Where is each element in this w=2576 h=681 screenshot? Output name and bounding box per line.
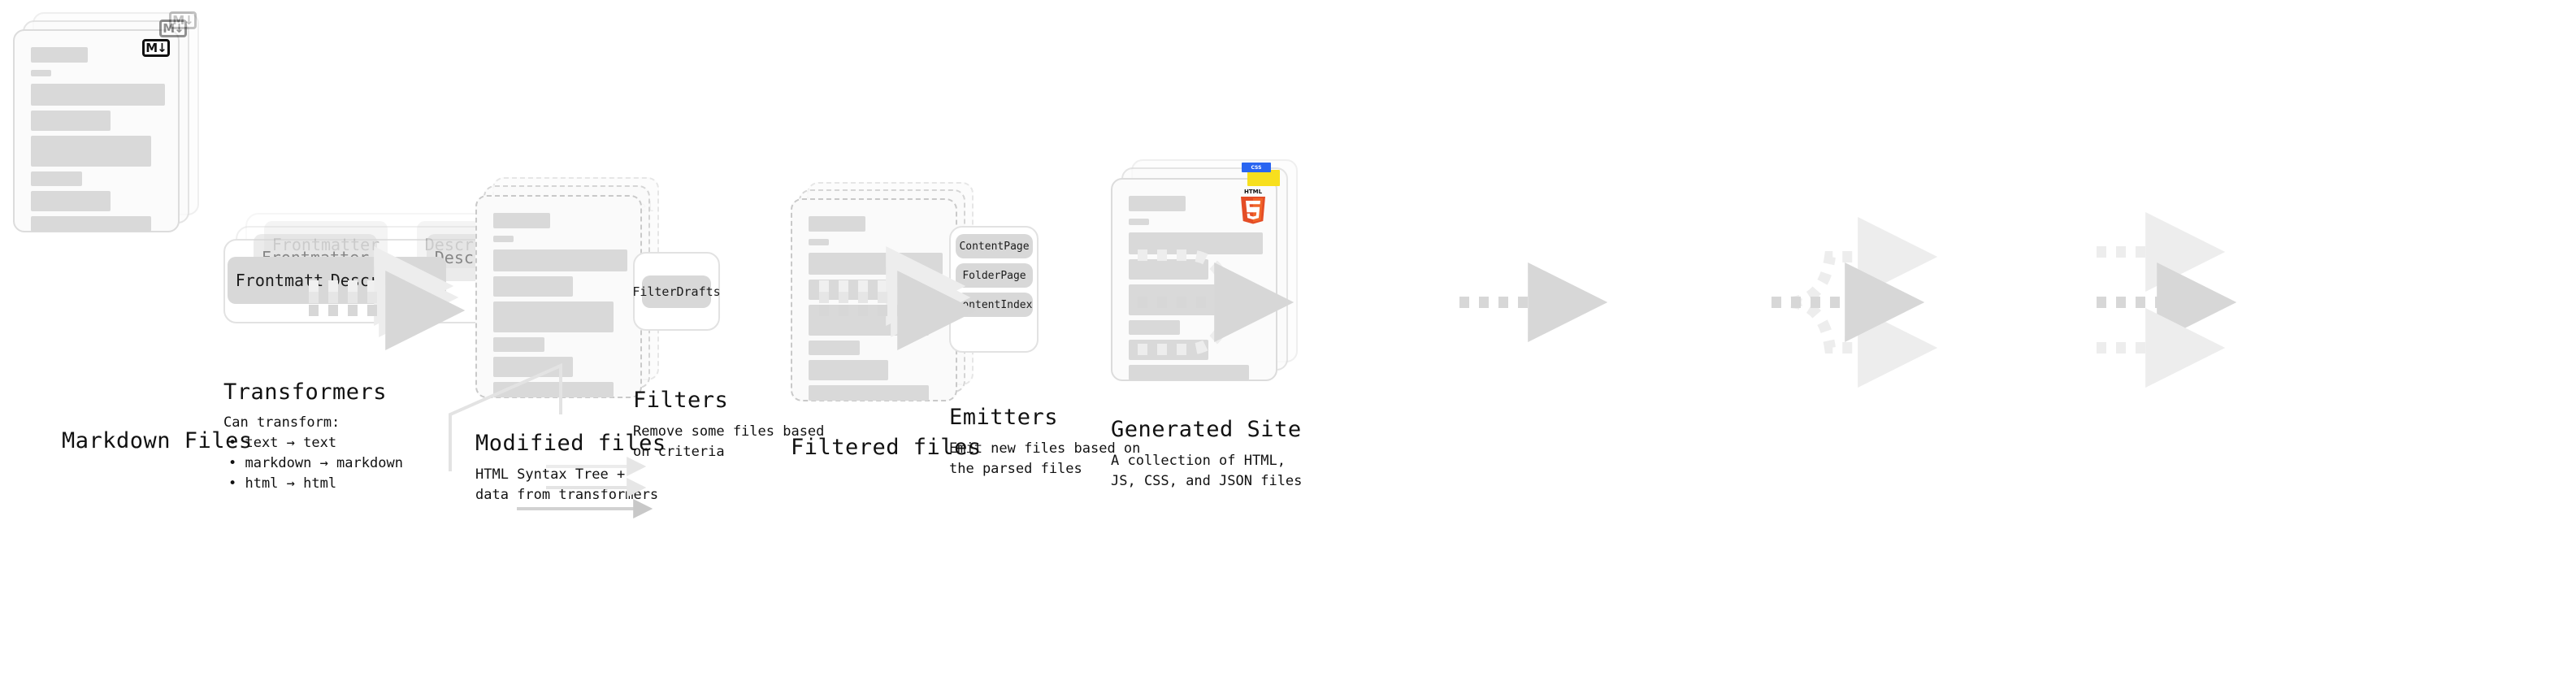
markdown-file-card-front: M↓ <box>13 29 180 232</box>
markdown-icon: M↓ <box>142 39 170 57</box>
filters-subtitle: Remove some files based on criteria <box>633 423 825 460</box>
transformers-title: Transformers <box>223 380 388 405</box>
js-icon <box>1247 170 1280 186</box>
generated-site-card-front: HTML <box>1111 178 1277 381</box>
connector-filtered-to-emitters <box>1772 217 1938 388</box>
emitters-title: Emitters <box>949 405 1059 430</box>
generated-site-title: Generated Site <box>1111 417 1302 442</box>
filtered-files-title: Filtered files <box>791 435 982 460</box>
transformers-list-item-2: • html → html <box>228 475 337 492</box>
html5-icon: HTML <box>1237 187 1266 224</box>
chip-folderpage[interactable]: FolderPage <box>956 263 1033 288</box>
chip-contentindex[interactable]: ContentIndex <box>956 293 1033 317</box>
markdown-files-title: Markdown Files <box>62 428 253 453</box>
chip-contentpage[interactable]: ContentPage <box>956 234 1033 258</box>
chip-filterdrafts[interactable]: FilterDrafts <box>632 275 721 308</box>
transformers-list-item-0: • text → text <box>228 435 337 451</box>
modified-file-card-front <box>475 195 642 398</box>
chip-description-front[interactable]: Description <box>323 257 446 304</box>
transformers-list-item-1: • markdown → markdown <box>228 455 403 471</box>
markdown-icon-back: M↓ <box>169 11 197 29</box>
emitters-subtitle: Emit new files based on the parsed files <box>949 440 1141 477</box>
modified-files-subtitle: HTML Syntax Tree + data from transformer… <box>475 466 659 503</box>
connector-emitters-to-site <box>2097 212 2237 388</box>
markdown-icon-mid: M↓ <box>159 20 187 37</box>
css-icon: CSS <box>1242 163 1271 172</box>
generated-site-subtitle: A collection of HTML, JS, CSS, and JSON … <box>1111 453 1303 489</box>
transformers-subtitle: Can transform: <box>223 414 340 431</box>
filtered-file-card-front <box>791 198 957 401</box>
svg-text:HTML: HTML <box>1244 189 1263 195</box>
filters-title: Filters <box>633 388 729 413</box>
